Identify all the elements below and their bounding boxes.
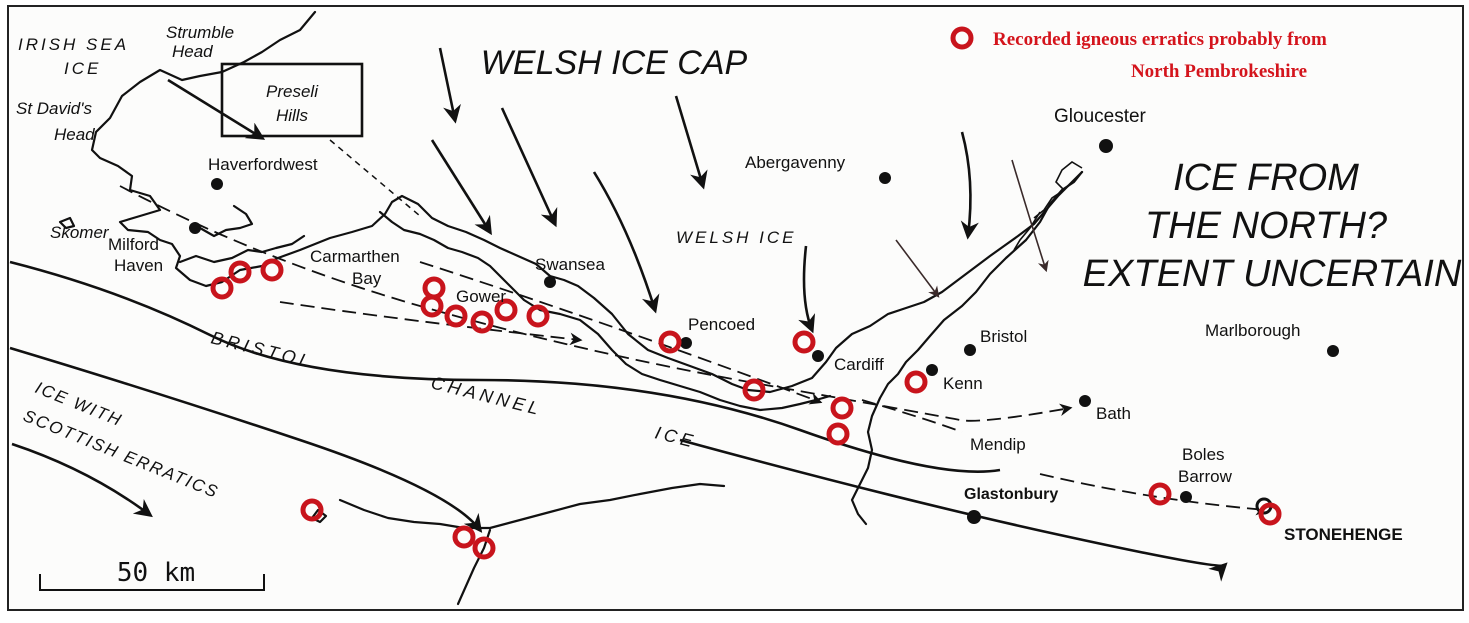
label-milford-2: Haven [114,256,163,275]
welsh-ice-cap-title: WELSH ICE CAP [481,44,748,82]
erratic-marker [228,260,252,284]
place-labels: Strumble Head St David's Head Haverfordw… [16,23,1403,544]
erratic-marker [526,304,550,328]
label-bristol: Bristol [980,327,1027,346]
dashed-routes [119,139,1269,516]
irish-sea-label-1: IRISH SEA [18,35,129,54]
label-glastonbury: Glastonbury [964,486,1058,503]
label-bath: Bath [1096,404,1131,423]
town-dot-swansea [544,276,556,288]
label-mendip: Mendip [970,435,1026,454]
scale-label: 50 km [117,558,195,588]
ice-north-title-3: EXTENT UNCERTAIN [1083,253,1462,295]
erratic-marker [658,330,682,354]
label-abergavenny: Abergavenny [745,153,846,172]
irish-sea-label-2: ICE [64,59,101,78]
irish-sea-ice-arrow [167,78,266,140]
erratic-marker [742,378,766,402]
town-dot-bath [1079,395,1091,407]
erratic-markers [210,258,1282,560]
town-dot-glastonbury [967,510,981,524]
label-carmarthen-1: Carmarthen [310,247,400,266]
label-boles-1: Boles [1182,445,1225,464]
erratic-marker [444,304,468,328]
legend-erratic-symbol [950,26,974,50]
label-gower: Gower [456,287,506,306]
legend: Recorded igneous erratics probably from … [950,26,1327,82]
erratic-marker [452,525,476,549]
erratic-marker [826,422,850,446]
erratic-marker [1258,502,1282,526]
label-strumble-1: Strumble [166,23,234,42]
town-dot-milford [189,222,201,234]
label-st-davids-2: Head [54,125,95,144]
town-dot-kenn [926,364,938,376]
erratic-marker [420,294,444,318]
label-milford-1: Milford [108,235,159,254]
erratic-marker [1148,482,1172,506]
legend-line-1: Recorded igneous erratics probably from [993,29,1327,50]
town-markers [189,139,1339,524]
town-dot-marlborough [1327,345,1339,357]
welsh-ice-label: WELSH ICE [676,228,797,247]
town-dot-pencoed [680,337,692,349]
rivers [1013,161,1083,251]
town-dot-gloucester [1099,139,1113,153]
label-skomer: Skomer [50,223,110,242]
erratic-marker [494,298,518,322]
label-swansea: Swansea [535,255,605,274]
erratic-marker [472,536,496,560]
map-frame [7,5,1464,611]
label-boles-2: Barrow [1178,467,1233,486]
ice-north-title-1: ICE FROM [1173,157,1359,199]
erratic-marker [792,330,816,354]
label-marlborough: Marlborough [1205,321,1300,340]
label-carmarthen-2: Bay [352,269,382,288]
preseli-label-2: Hills [276,106,309,125]
coastlines [58,10,1084,606]
label-cardiff: Cardiff [834,355,884,374]
town-dot-haverfordwest [211,178,223,190]
erratic-marker [260,258,284,282]
region-titles: WELSH ICE CAP ICE FROM THE NORTH? EXTENT… [481,44,1462,295]
label-st-davids-1: St David's [16,99,92,118]
legend-line-2: North Pembrokeshire [1131,61,1307,82]
label-kenn: Kenn [943,374,983,393]
erratic-marker [904,370,928,394]
label-pencoed: Pencoed [688,315,755,334]
label-strumble-2: Head [172,42,213,61]
erratic-marker [210,276,234,300]
town-dot-cardiff [812,350,824,362]
label-gloucester: Gloucester [1054,106,1147,127]
town-dot-bristol [964,344,976,356]
bristol-channel-ice [9,260,1228,582]
label-haverfordwest: Haverfordwest [208,155,318,174]
erratic-marker [830,396,854,420]
town-dot-abergavenny [879,172,891,184]
ice-north-title-2: THE NORTH? [1145,205,1388,247]
preseli-hills-box: Preseli Hills [220,62,364,138]
erratic-marker [300,498,324,522]
town-dot-boles-barrow [1180,491,1192,503]
label-stonehenge: STONEHENGE [1284,525,1403,544]
preseli-label-1: Preseli [266,82,319,101]
erratic-marker [470,310,494,334]
welsh-ice-arrows [430,47,1049,334]
scale-bar: 50 km [39,558,265,591]
